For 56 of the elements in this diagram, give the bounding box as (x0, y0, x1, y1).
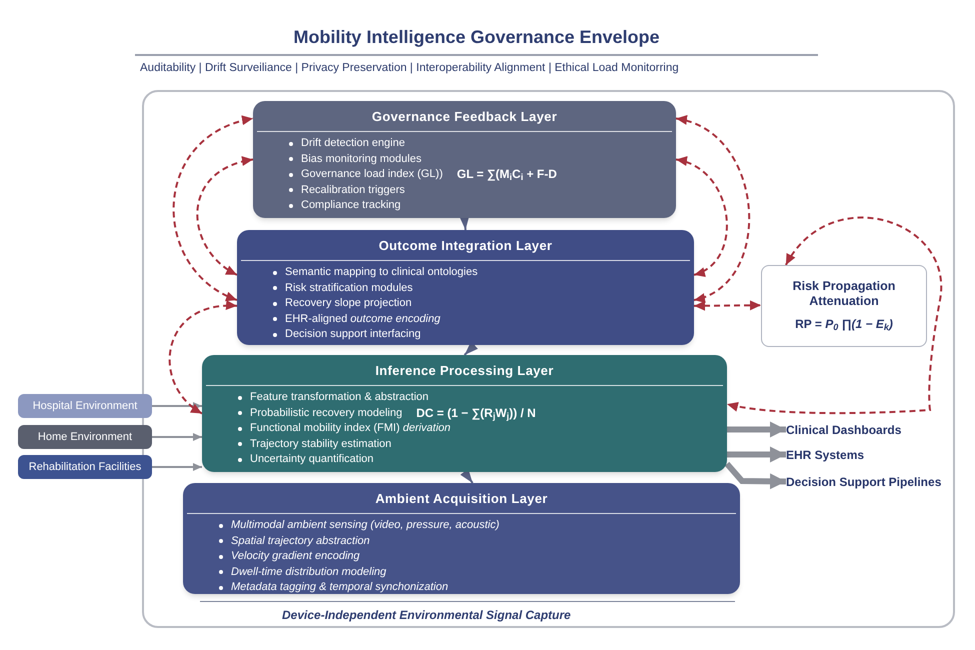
layer-box (202, 355, 727, 472)
bullet-item: Compliance tracking (301, 198, 401, 213)
diagram-caption: Device-Independent Environmental Signal Capture (282, 607, 571, 624)
diagram-title: Mobility Intelligence Governance Envelope (293, 26, 660, 49)
source-box: Rehabilitation Facilities (18, 455, 152, 479)
layer-title: Ambient Acquisition Layer (375, 491, 548, 506)
bullet-item: EHR-aligned outcome encoding (285, 312, 440, 326)
risk-box (761, 265, 927, 347)
feedback-arrow (676, 158, 728, 276)
bullet-item: Trajectory stability estimation (250, 436, 392, 452)
source-box: Home Environment (18, 425, 152, 449)
bullet-item: Feature transformation & abstraction (250, 390, 429, 405)
bullet-item: Velocity gradient encoding (231, 549, 360, 564)
arrow (727, 446, 786, 462)
bullet-item: Spatial trajectory abstraction (231, 534, 370, 548)
bullet-item: Decision support interfacing (285, 327, 421, 342)
bullet-item: Functional mobility index (FMI) derivation (250, 421, 451, 436)
bullet-item: Risk stratification modules (285, 280, 413, 296)
bullet-item: Multimodal ambient sensing (video, pressure, acoustic) (231, 518, 500, 533)
arrow (727, 422, 786, 438)
arrow (459, 216, 470, 230)
bullet-item: Recovery slope projection (285, 296, 412, 311)
layer-box (183, 483, 740, 594)
bullet-item: Probabilistic recovery modeling (250, 406, 402, 420)
arrow (724, 462, 786, 490)
source-box: Hospital Environment (18, 394, 152, 418)
layer-title: Inference Processing Layer (375, 363, 554, 378)
feedback-arrow (676, 116, 750, 302)
feedback-arrow (196, 157, 254, 276)
arrow (152, 433, 202, 441)
bullet-item: Governance load index (GL)) (301, 167, 443, 182)
output-label: EHR Systems (786, 445, 864, 464)
feedback-arrow (172, 116, 254, 301)
feedback-arrow (168, 301, 238, 414)
arrow (152, 402, 202, 410)
feedback-arrow (726, 216, 942, 414)
bullet-item: Dwell-time distribution modeling (231, 564, 386, 580)
bullet-item: Drift detection engine (301, 136, 405, 151)
formula-text: DC = (1 − ∑(R$_{j}$W$_{j}$)) / N (416, 406, 536, 421)
bullet-item: Metadata tagging & temporal synchonization (231, 580, 448, 595)
layer-box (253, 101, 676, 218)
layer-title: Governance Feedback Layer (372, 109, 558, 124)
risk-title: Risk Propagation Attenuation (792, 279, 896, 309)
layer-title: Outcome Integration Layer (378, 238, 552, 253)
bullet-item: Recalibration triggers (301, 182, 405, 198)
formula-text: RP = P$_{0}$ ∏(1 − E$_{k}$) (795, 316, 893, 333)
output-label: Clinical Dashboards (786, 420, 902, 439)
layer-box (237, 230, 694, 345)
feedback-arrow (694, 300, 762, 311)
bullet-item: Uncertainty quantification (250, 452, 374, 467)
bullet-item: Bias monitoring modules (301, 152, 422, 166)
principles-subtitle: Auditability | Drift Surveiliance | Privacy Preservation | Interoperability Alignment | Ethical Load Monitorring (140, 61, 679, 76)
bullet-item: Semantic mapping to clinical ontologies (285, 265, 478, 280)
arrow (152, 463, 202, 471)
output-label: Decision Support Pipelines (786, 472, 942, 491)
formula-text: GL = ∑(M$_{i}$C$_{i}$ + F-D (456, 167, 557, 182)
